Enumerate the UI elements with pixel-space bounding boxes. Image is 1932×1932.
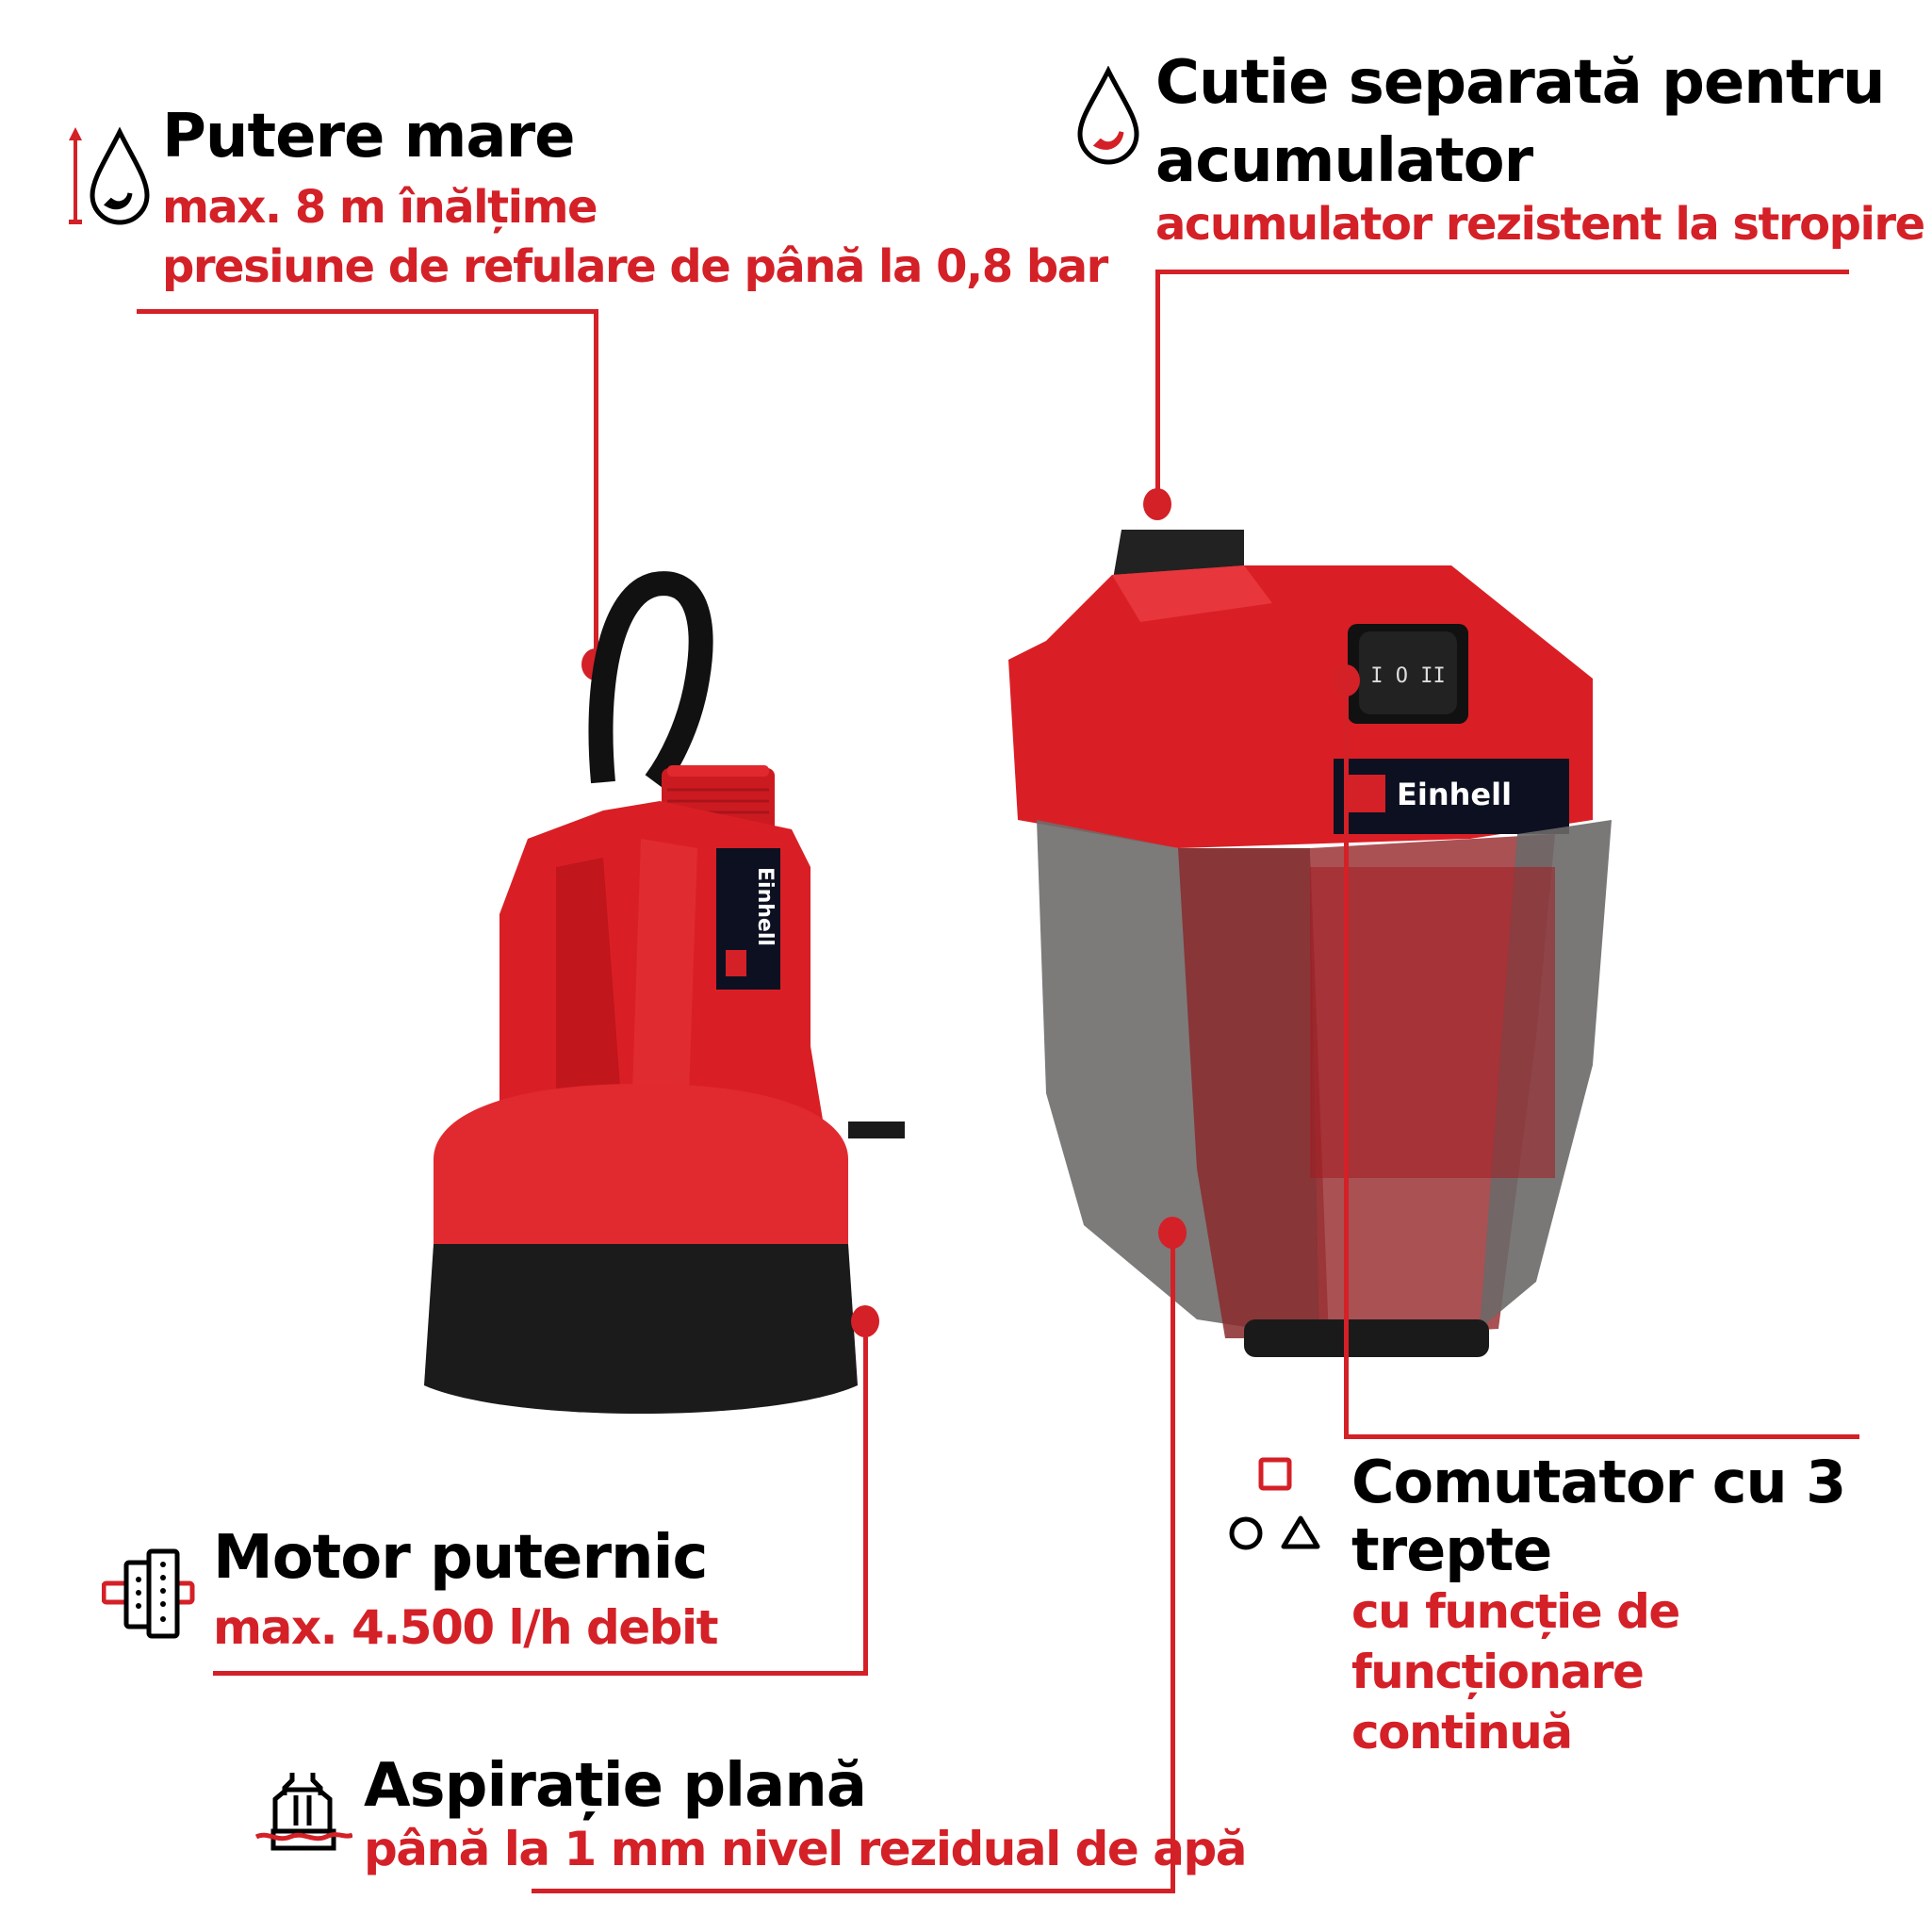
callout-line [1344,679,1349,1438]
callout-line [863,1319,868,1676]
feature-detail-height: max. 8 m înălțime [162,181,598,234]
feature-title-flat-suction: Aspirație plană [364,1751,867,1821]
callout-line [532,1889,1175,1893]
callout-line [213,1671,868,1676]
feature-detail-splashproof: acumulator rezistent la stropire [1155,198,1925,251]
callout-dot [1143,488,1171,520]
feature-title-high-power: Putere mare [162,102,576,172]
water-drop-icon [87,127,153,226]
callout-line [594,309,598,667]
callout-line [1344,1434,1859,1439]
height-arrow-icon [68,127,83,226]
feature-detail-flow-rate: max. 4.500 l/h debit [213,1600,719,1655]
feature-title-switch-2: trepte [1351,1515,1552,1584]
feature-title-battery-box-2: acumulator [1155,126,1533,196]
switch-shapes-icon [1225,1456,1329,1560]
brand-label: Einhell [753,867,777,946]
motor-icon [102,1546,196,1640]
callout-line [137,309,598,314]
switch-position-labels[interactable]: I O II [1370,664,1445,688]
brand-label: Einhell [1397,777,1512,812]
feature-title-switch-1: Comutator cu 3 [1351,1448,1846,1516]
feature-detail-continuous-3: continuă [1351,1705,1573,1760]
callout-line [1171,1231,1175,1892]
feature-detail-continuous-1: cu funcție de [1351,1584,1680,1639]
feature-detail-pressure: presiune de refulare de până la 0,8 bar [162,240,1108,293]
callout-line [1155,270,1849,274]
flat-suction-icon [254,1767,352,1852]
battery-box-product-image: I O II Einhell [1008,509,1649,1376]
feature-title-motor: Motor puternic [213,1523,708,1593]
feature-detail-residual-water: până la 1 mm nivel rezidual de apă [364,1822,1248,1876]
pump-product-image: Einhell [415,556,905,1433]
feature-detail-continuous-2: funcționare [1351,1645,1645,1699]
feature-title-battery-box-1: Cutie separată pentru [1155,48,1886,118]
water-drop-icon [1074,66,1142,165]
callout-line [1155,270,1160,496]
